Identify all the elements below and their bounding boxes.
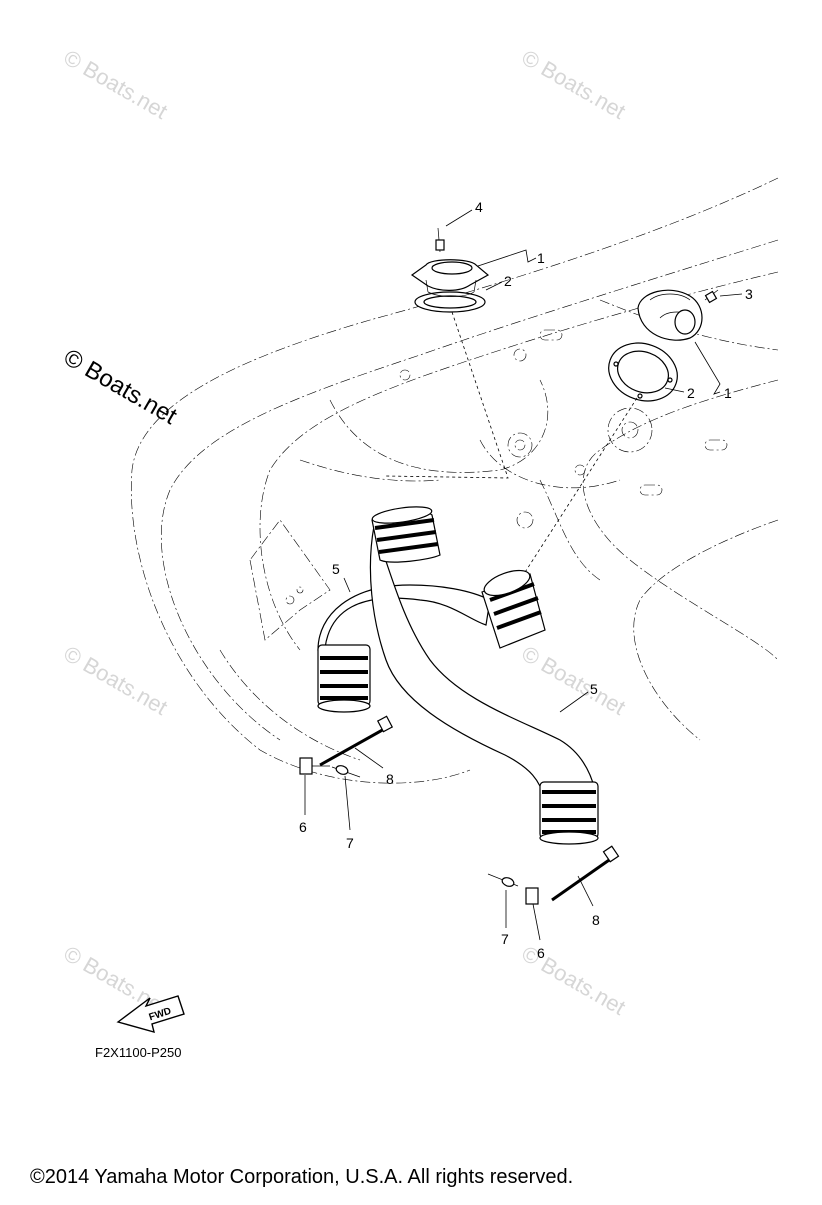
clamp-right [525, 887, 539, 905]
fwd-arrow-icon: FWD [116, 995, 185, 1033]
callout-8: 8 [592, 912, 600, 928]
watermark: © Boats.net [518, 941, 630, 1020]
copyright-notice: ©2014 Yamaha Motor Corporation, U.S.A. A… [30, 1166, 574, 1188]
cable-tie-left [319, 715, 394, 767]
watermark: © Boats.net [60, 45, 172, 124]
vent-cap-upper [410, 259, 490, 313]
hose-right [369, 506, 599, 845]
callout-6: 6 [537, 945, 545, 961]
callout-2: 2 [504, 273, 512, 289]
screw-3 [704, 289, 719, 304]
vent-cap-right [608, 289, 703, 402]
diagram-code: F2X1100-P250 [95, 1045, 182, 1060]
assembly-line [385, 311, 509, 479]
clamp-left [299, 757, 330, 775]
callout-4: 4 [475, 199, 483, 215]
watermark: © Boats.net [59, 344, 182, 430]
watermark-group: © Boats.net © Boats.net © Boats.net © Bo… [59, 45, 630, 1020]
watermark: © Boats.net [518, 45, 630, 124]
rivet-right [487, 873, 519, 887]
assembly-line [519, 397, 638, 581]
callout-2: 2 [687, 385, 695, 401]
leader-lines [304, 209, 743, 941]
callout-7: 7 [501, 931, 509, 947]
hull-outline [131, 177, 779, 784]
rivet-left [331, 765, 361, 778]
cable-tie-right [551, 845, 620, 902]
callout-3: 3 [745, 286, 753, 302]
callout-1: 1 [537, 250, 545, 266]
hose-left [317, 569, 546, 713]
callout-1: 1 [724, 385, 732, 401]
callout-5: 5 [332, 561, 340, 577]
bolt-4 [435, 227, 445, 253]
watermark: © Boats.net [518, 641, 630, 720]
callout-8: 8 [386, 771, 394, 787]
callout-7: 7 [346, 835, 354, 851]
watermark: © Boats.net [60, 641, 172, 720]
callout-5: 5 [590, 681, 598, 697]
callout-6: 6 [299, 819, 307, 835]
